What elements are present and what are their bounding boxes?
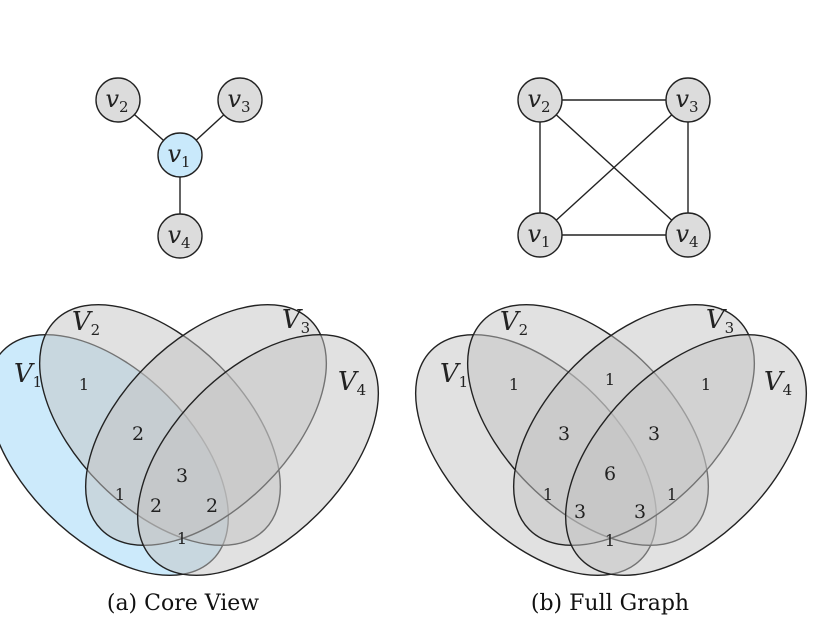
set-V4-ellipse	[564, 333, 808, 577]
set-label-V2: V2	[72, 307, 100, 339]
region-count-34: 1	[701, 375, 711, 394]
region-count-134: 1	[667, 485, 677, 504]
node-v4	[665, 212, 711, 258]
set-label-V4: V4	[338, 367, 366, 399]
region-count-124: 1	[115, 485, 125, 504]
set-label-V1: V1	[440, 359, 468, 391]
region-count-124: 1	[543, 485, 553, 504]
node-label-v3: v3	[227, 85, 250, 116]
node-label-v3: v3	[675, 85, 698, 116]
node-v1	[157, 132, 203, 178]
region-count-12: 1	[509, 375, 519, 394]
region-count-1: 1	[79, 375, 89, 394]
edge-v2-v4	[539, 99, 689, 236]
region-count-23: 1	[605, 370, 615, 389]
node-v2	[95, 77, 141, 123]
region-count-123: 3	[176, 465, 188, 487]
node-label-v2: v2	[105, 85, 128, 116]
caption-full-graph: (b) Full Graph	[531, 591, 689, 616]
node-v2	[517, 77, 563, 123]
set-V4-ellipse	[136, 333, 380, 577]
region-count-1234: 6	[604, 463, 616, 485]
region-count-1234b: 3	[574, 501, 586, 523]
graph-full-graph: v1 v2 v3 v4	[517, 77, 711, 258]
node-v4	[157, 213, 203, 259]
node-v3	[665, 77, 711, 123]
region-count-12: 2	[132, 423, 144, 445]
node-v3	[217, 77, 263, 123]
region-count-14: 1	[177, 529, 187, 548]
set-label-V2: V2	[500, 307, 528, 339]
graph-core-view: v1 v2 v3 v4	[95, 77, 263, 259]
node-label-v1: v1	[527, 220, 550, 251]
region-count-234: 3	[648, 423, 660, 445]
caption-core-view: (a) Core View	[107, 591, 259, 616]
node-label-v4: v4	[167, 221, 190, 252]
region-count-134: 2	[206, 495, 218, 517]
node-label-v2: v2	[527, 85, 550, 116]
set-label-V3: V3	[282, 305, 310, 337]
set-label-V4: V4	[764, 367, 792, 399]
set-label-V1: V1	[14, 359, 42, 391]
region-count-1234: 2	[150, 495, 162, 517]
region-count-123: 3	[558, 423, 570, 445]
set-label-V3: V3	[706, 305, 734, 337]
node-label-v1: v1	[167, 140, 190, 171]
region-count-1234c: 3	[634, 501, 646, 523]
region-count-14: 1	[605, 531, 615, 550]
node-v1	[517, 212, 563, 258]
node-label-v4: v4	[675, 220, 698, 251]
